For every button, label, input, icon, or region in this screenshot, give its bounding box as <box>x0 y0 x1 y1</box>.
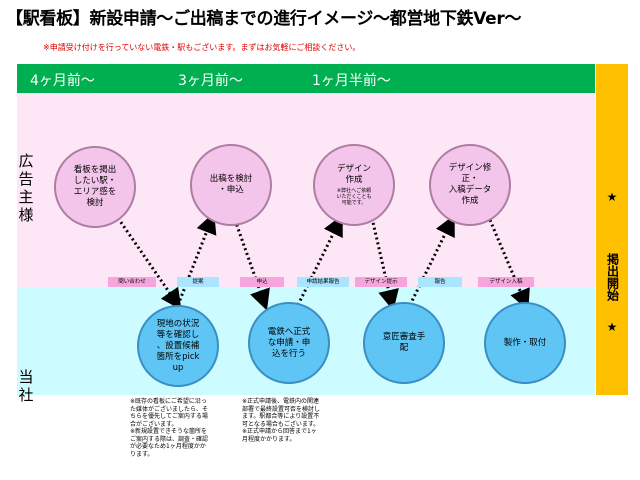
step-label: 看板を掲出 したい駅・ エリア感を 検討 <box>73 165 117 208</box>
step-label: 出稿を検討 ・申込 <box>209 174 253 195</box>
page-title: 【駅看板】新設申請～ご出稿までの進行イメージ～都営地下鉄Ver～ <box>6 9 522 29</box>
arrow-proposal <box>176 212 217 306</box>
column-4-months: 4ヶ月前～ <box>30 73 95 89</box>
arrow-label-proposal: 提案 <box>177 277 219 287</box>
disclaimer-note: ※申請受け付けを行っていない電鉄・駅もございます。まずはお気軽にご相談ください。 <box>43 43 361 52</box>
arrow-inquiry <box>116 217 182 310</box>
star-icon: ★ <box>606 190 618 204</box>
timeline-header-band <box>17 64 595 93</box>
column-1-5-months: 1ヶ月半前～ <box>312 73 391 89</box>
lane-label-advertiser: 広告主様 <box>18 152 34 224</box>
step-label: 製作・取付 <box>503 337 547 348</box>
step-select-station: 看板を掲出 したい駅・ エリア感を 検討 <box>54 146 136 228</box>
arrow-label-inquiry: 問い合わせ <box>108 277 156 287</box>
step-label: 意匠審査手 配 <box>382 332 426 353</box>
column-3-months: 3ヶ月前～ <box>178 73 243 89</box>
lane-label-company: 当社 <box>18 368 34 404</box>
arrow-result-report <box>296 214 343 306</box>
step-sub-note: ※弊社へご依頼 いただくことも 可能です。 <box>336 188 372 206</box>
arrow-label-apply: 申込 <box>240 277 284 287</box>
step-consider-apply: 出稿を検討 ・申込 <box>190 144 272 226</box>
step-site-survey: 現地の状況 等を確認し 、設置候補 箇所をpick up <box>137 305 219 387</box>
survey-note: ※既存の看板にご希望に沿っ た媒体がございましたら、そ ちらを優先してご案内する… <box>130 398 209 458</box>
step-label: 電鉄へ正式 な申請・申 込を行う <box>267 326 311 359</box>
arrow-label-report: 報告 <box>418 277 462 287</box>
step-label: 現地の状況 等を確認し 、設置候補 箇所をpick up <box>156 318 200 373</box>
arrow-label-result-report: 申請結果報告 <box>297 277 349 287</box>
step-formal-application: 電鉄へ正式 な申請・申 込を行う <box>248 302 330 384</box>
step-label: デザイン 作成 <box>336 164 371 185</box>
step-production-install: 製作・取付 <box>484 302 566 384</box>
publication-start-label: 掲出開始 <box>605 253 620 301</box>
step-label: デザイン修 正・ 入稿データ 作成 <box>448 163 492 206</box>
arrow-design-submit <box>488 219 530 311</box>
application-note: ※正式申請後、電鉄内の関連 部署で最終設置可否を検討し ます。駅都合等により設置… <box>242 398 321 443</box>
step-design-review: 意匠審査手 配 <box>363 302 445 384</box>
step-design-revision: デザイン修 正・ 入稿データ 作成 <box>429 144 511 226</box>
arrow-label-design-submit: デザイン入稿 <box>478 277 534 287</box>
arrow-report <box>408 214 455 306</box>
arrow-design-present <box>370 217 399 311</box>
publication-start-bar <box>596 64 628 395</box>
arrow-label-design-present: デザイン提示 <box>355 277 407 287</box>
star-icon: ★ <box>606 320 618 334</box>
step-design-creation: デザイン 作成 ※弊社へご依頼 いただくことも 可能です。 <box>313 144 395 226</box>
arrow-apply <box>233 219 270 311</box>
